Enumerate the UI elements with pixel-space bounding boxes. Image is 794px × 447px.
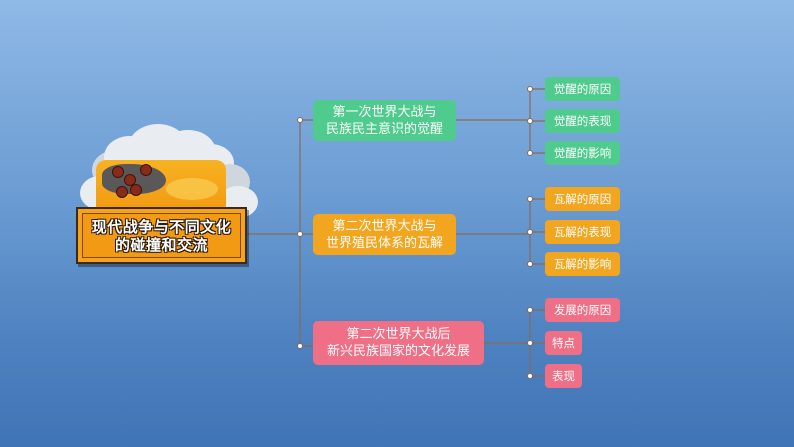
connector-dot bbox=[527, 150, 533, 156]
connector-dot bbox=[527, 307, 533, 313]
connector-dot bbox=[297, 343, 303, 349]
central-topic: 现代战争与不同文化 的碰撞和交流 bbox=[76, 207, 247, 264]
connector-dot bbox=[527, 229, 533, 235]
central-topic-line-2: 的碰撞和交流 bbox=[114, 235, 208, 254]
leaf-group-3-connector bbox=[484, 309, 545, 377]
branch-node-2-line-1: 第二次世界大战与 bbox=[332, 218, 437, 234]
city-marker-icon bbox=[124, 174, 136, 186]
connector-dot bbox=[527, 86, 533, 92]
city-marker-icon bbox=[116, 186, 128, 198]
branch-node-2-line-2: 世界殖民体系的瓦解 bbox=[325, 235, 443, 251]
branch-node-3[interactable]: 第二次世界大战后 新兴民族国家的文化发展 bbox=[313, 321, 484, 365]
trunk-connector bbox=[247, 120, 301, 346]
branch-node-3-line-1: 第二次世界大战后 bbox=[346, 327, 451, 342]
leaf-node-1-3[interactable]: 觉醒的影响 bbox=[545, 141, 620, 165]
connector-dot bbox=[297, 231, 303, 237]
leaf-node-3-1[interactable]: 发展的原因 bbox=[545, 298, 620, 322]
city-marker-icon bbox=[130, 184, 142, 196]
branch-node-1[interactable]: 第一次世界大战与 民族民主意识的觉醒 bbox=[313, 100, 456, 141]
connector-dot bbox=[527, 373, 533, 379]
leaf-node-3-3[interactable]: 表现 bbox=[545, 364, 582, 388]
branch-node-1-line-1: 第一次世界大战与 bbox=[332, 104, 437, 120]
leaf-node-2-2[interactable]: 瓦解的表现 bbox=[545, 220, 620, 244]
world-map-illustration bbox=[96, 160, 226, 210]
connector-dot bbox=[527, 340, 533, 346]
leaf-node-1-1[interactable]: 觉醒的原因 bbox=[545, 77, 620, 101]
branch-node-1-line-2: 民族民主意识的觉醒 bbox=[325, 121, 443, 137]
leaf-node-2-3[interactable]: 瓦解的影响 bbox=[545, 252, 620, 276]
city-marker-icon bbox=[140, 164, 152, 176]
branch-node-2[interactable]: 第二次世界大战与 世界殖民体系的瓦解 bbox=[313, 214, 456, 255]
connector-dot bbox=[297, 117, 303, 123]
connector-dot bbox=[527, 118, 533, 124]
leaf-node-1-2[interactable]: 觉醒的表现 bbox=[545, 109, 620, 133]
leaf-node-3-2[interactable]: 特点 bbox=[545, 331, 582, 355]
branch-node-3-line-2: 新兴民族国家的文化发展 bbox=[326, 344, 470, 359]
connector-dot bbox=[527, 196, 533, 202]
central-topic-line-1: 现代战争与不同文化 bbox=[91, 217, 232, 236]
city-marker-icon bbox=[112, 166, 124, 178]
connector-dot bbox=[527, 261, 533, 267]
leaf-node-2-1[interactable]: 瓦解的原因 bbox=[545, 187, 620, 211]
